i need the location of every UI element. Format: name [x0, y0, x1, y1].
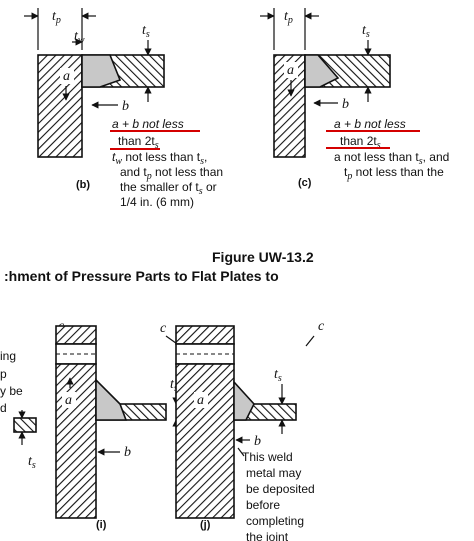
a-label: a: [65, 393, 72, 408]
note-line: This weld: [242, 450, 293, 464]
note-line: completing: [246, 514, 304, 528]
ring-top: [55, 325, 97, 345]
ts-label: ts: [362, 23, 370, 40]
note-line: a not less than ts, and: [334, 150, 449, 167]
figure-title: Figure UW-13.2: [212, 249, 314, 265]
note-line: before: [246, 498, 280, 512]
note-line: metal may: [246, 466, 301, 480]
note-line: a + b not less: [334, 117, 406, 131]
figure-subtitle: :hment of Pressure Parts to Flat Plates …: [4, 268, 279, 284]
tw-label: tw: [74, 29, 85, 46]
detail-j: c a ts b This weld metal may be deposite…: [160, 319, 325, 541]
c-label: c: [160, 321, 167, 336]
fragment-text: ing: [0, 349, 16, 363]
detail-b: tp tw ts a b a + b not less than 2ts tw …: [24, 8, 223, 209]
fragment-text: d: [0, 401, 7, 415]
caption-b: (b): [76, 179, 90, 191]
note-line: than 2ts: [118, 134, 159, 151]
tp-label: tp: [284, 9, 293, 26]
caption-c: (c): [298, 177, 312, 189]
fragment-text: y be: [0, 384, 23, 398]
ring-gap: [55, 343, 97, 365]
note-line: a + b not less: [112, 117, 184, 131]
ts-label: ts: [274, 367, 282, 384]
a-label: a: [197, 393, 204, 408]
note-line: the smaller of ts or: [120, 180, 217, 197]
a-box: [284, 62, 298, 78]
ts-label: ts: [28, 454, 36, 471]
b-label: b: [124, 445, 131, 460]
a-box: [194, 392, 208, 408]
detail-i: ing p y be d ts c a ts b (i): [0, 319, 180, 531]
ring-top: [175, 325, 235, 345]
leader: [305, 335, 315, 347]
ts-label: ts: [142, 23, 150, 40]
tp-label: tp: [52, 9, 61, 26]
a-box: [62, 392, 76, 408]
note-line: than 2ts: [340, 134, 381, 151]
a-label: a: [63, 69, 70, 84]
note-line: tp not less than the: [344, 165, 444, 182]
flat-plate: [55, 363, 97, 519]
note-line: the joint: [246, 530, 289, 541]
note-line: 1/4 in. (6 mm): [120, 195, 194, 209]
caption-j: (j): [200, 519, 211, 531]
weld: [95, 378, 128, 421]
weld: [81, 54, 122, 88]
c-label: c: [318, 319, 325, 334]
b-label: b: [122, 99, 129, 114]
shell-stub: [13, 417, 37, 433]
b-label: b: [254, 434, 261, 449]
weld: [304, 54, 340, 88]
flat-plate: [175, 363, 235, 519]
a-box: [60, 68, 74, 84]
detail-c: tp ts a b a + b not less than 2ts a not …: [260, 8, 449, 189]
fragment-text: p: [0, 367, 7, 381]
note-line: and tp not less than: [120, 165, 223, 182]
b-label: b: [342, 97, 349, 112]
caption-i: (i): [96, 519, 107, 531]
leader: [237, 447, 245, 457]
weld: [233, 379, 255, 421]
a-label: a: [287, 63, 294, 78]
note-line: be deposited: [246, 482, 315, 496]
note-line: tw not less than ts,: [112, 150, 207, 167]
